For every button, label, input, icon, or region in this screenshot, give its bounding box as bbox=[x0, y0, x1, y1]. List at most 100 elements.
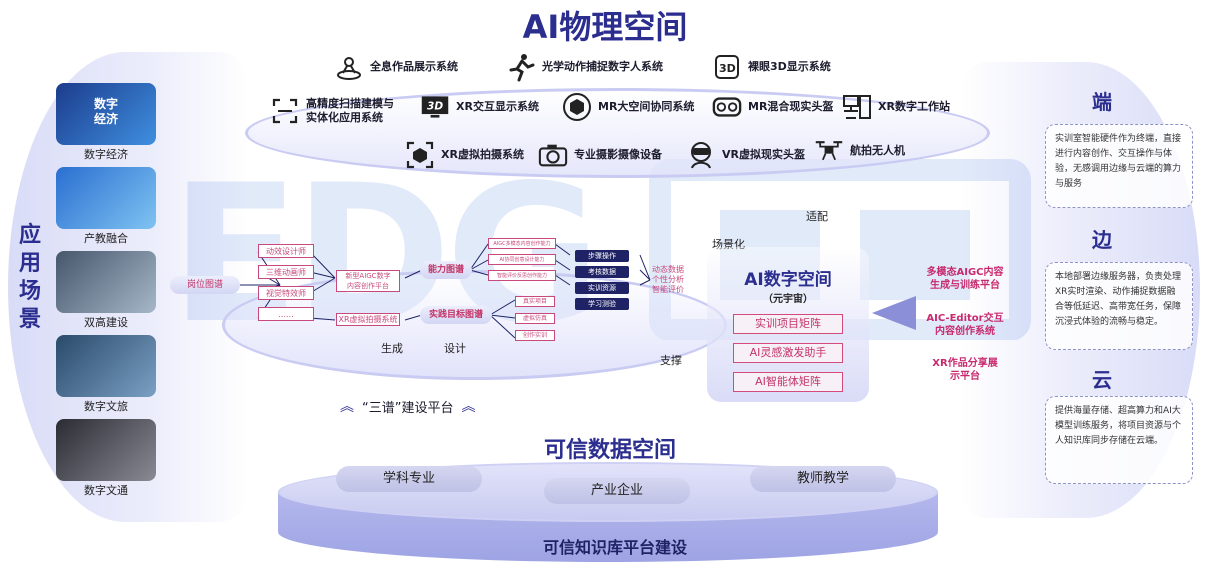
trusted-data-chip[interactable]: 学科专业 bbox=[336, 466, 482, 492]
physical-system-item: 专业摄影摄像设备 bbox=[538, 140, 662, 170]
scenario-label: 产教融合 bbox=[84, 232, 128, 245]
physical-system-label: VR虚拟现实头盔 bbox=[722, 148, 805, 161]
physical-system-label: MR混合现实头盔 bbox=[748, 100, 834, 113]
double-chevron-up-icon: ︽ bbox=[461, 399, 476, 415]
ai-digital-title: AI数字空间 bbox=[744, 270, 832, 290]
vr-camera-icon bbox=[405, 140, 435, 170]
ai-digital-button[interactable]: AI灵感激发助手 bbox=[733, 343, 843, 363]
platform-label: 多模态AIGC内容 生成与训练平台 bbox=[926, 267, 1004, 291]
job-role-box: ...... bbox=[258, 307, 314, 321]
design-label: 设计 bbox=[444, 342, 466, 355]
svg-text:3D: 3D bbox=[719, 62, 736, 75]
data-item-box: 学习测验 bbox=[575, 298, 629, 310]
three-maps-label: “三谱”建设平台 bbox=[362, 400, 454, 416]
trusted-data-chip[interactable]: 教师教学 bbox=[750, 466, 896, 492]
svg-text:3D: 3D bbox=[427, 101, 443, 113]
physical-system-item: VR虚拟现实头盔 bbox=[686, 140, 805, 170]
generate-label: 生成 bbox=[381, 342, 403, 355]
side-section-heading: 云 bbox=[1092, 368, 1112, 392]
data-item-box: 实训资源 bbox=[575, 282, 629, 294]
analysis-note: 动态数据 个性分析 智能评价 bbox=[652, 265, 684, 294]
physical-system-item: 3D XR交互显示系统 bbox=[420, 92, 539, 122]
thumbnail-caption: 数字 经济 bbox=[93, 97, 118, 126]
physical-system-label: 光学动作捕捉数字人系统 bbox=[542, 60, 663, 73]
physical-system-item: XR虚拟拍摄系统 bbox=[405, 140, 524, 170]
physical-system-item: 全息作品展示系统 bbox=[334, 52, 458, 82]
platform-label: AIC-Editor交互 内容创作系统 bbox=[926, 313, 1004, 337]
physical-system-label: XR数字工作站 bbox=[878, 100, 950, 113]
scan-frame-icon bbox=[270, 96, 300, 126]
scenario-label: 数字文通 bbox=[84, 484, 128, 497]
job-map-root: 岗位图谱 bbox=[170, 276, 240, 294]
practice-box: 真实项目 bbox=[515, 296, 555, 307]
ai-digital-button[interactable]: 实训项目矩阵 bbox=[733, 314, 843, 334]
three-maps-platform: ︽ “三谱”建设平台 ︽ bbox=[340, 396, 475, 416]
physical-system-item: 3D 裸眼3D显示系统 bbox=[712, 52, 831, 82]
physical-system-label: XR虚拟拍摄系统 bbox=[441, 148, 524, 161]
job-tool-box: XR虚拟拍摄系统 bbox=[336, 313, 400, 326]
double-chevron-up-icon: ︽ bbox=[340, 399, 354, 415]
trusted-data-platform bbox=[278, 462, 938, 572]
scenario-thumbnail[interactable] bbox=[56, 251, 156, 313]
3d-cube-icon: 3D bbox=[712, 52, 742, 82]
side-section-text: 提供海量存储、超高算力和AI大模型训练服务，将项目资源与个人知识库同步存储在云端… bbox=[1045, 396, 1193, 484]
platform-label: XR作品分享展 示平台 bbox=[932, 358, 998, 382]
scenario-thumbnail[interactable]: 数字 经济 bbox=[56, 83, 156, 145]
vr-headset-icon bbox=[712, 92, 742, 122]
trusted-data-title: 可信数据空间 bbox=[543, 438, 676, 463]
physical-system-item: 高精度扫描建模与 实体化应用系统 bbox=[270, 96, 394, 126]
practice-map-pill: 实践目标图谱 bbox=[420, 306, 492, 324]
app-scenario-title: 应 用 场 景 bbox=[18, 223, 41, 332]
scenario-thumbnail[interactable] bbox=[56, 167, 156, 229]
job-role-box: 动效设计师 bbox=[258, 244, 314, 258]
job-role-box: 视觉特效师 bbox=[258, 286, 314, 300]
physical-system-label: 高精度扫描建模与 实体化应用系统 bbox=[306, 97, 394, 124]
scenario-thumbnail[interactable] bbox=[56, 335, 156, 397]
camera-icon bbox=[538, 140, 568, 170]
scenario-label: 数字文旅 bbox=[84, 400, 128, 413]
drone-icon bbox=[814, 136, 844, 166]
hologram-icon bbox=[334, 52, 364, 82]
knowledge-platform-title: 可信知识库平台建设 bbox=[542, 538, 687, 557]
physical-system-label: XR交互显示系统 bbox=[456, 100, 539, 113]
side-section-text: 实训室智能硬件作为终端，直接进行内容创作、交互操作与体验，无感调用边缘与云端的算… bbox=[1045, 124, 1193, 208]
physical-system-item: 光学动作捕捉数字人系统 bbox=[506, 52, 663, 82]
physical-system-item: MR混合现实头盔 bbox=[712, 92, 833, 122]
physical-system-label: 航拍无人机 bbox=[850, 144, 905, 157]
physical-system-item: MR大空间协同系统 bbox=[562, 92, 694, 122]
side-section-heading: 边 bbox=[1092, 228, 1112, 252]
physical-system-label: 全息作品展示系统 bbox=[370, 60, 458, 73]
ai-digital-button[interactable]: AI智能体矩阵 bbox=[733, 372, 843, 392]
data-item-box: 考核数据 bbox=[575, 266, 629, 278]
ability-box: 智能评价反思创作能力 bbox=[488, 270, 556, 281]
3d-screen-icon: 3D bbox=[420, 92, 450, 122]
vr-person-icon bbox=[686, 140, 716, 170]
physical-systems-ellipse bbox=[245, 88, 990, 178]
workstation-icon bbox=[842, 92, 872, 122]
physical-system-label: MR大空间协同系统 bbox=[598, 100, 695, 113]
job-role-box: 三维动画师 bbox=[258, 265, 314, 279]
trusted-data-chip[interactable]: 产业企业 bbox=[544, 478, 690, 504]
practice-box: 创作实训 bbox=[515, 330, 555, 341]
scenario-thumbnail[interactable] bbox=[56, 419, 156, 481]
support-label: 支撑 bbox=[660, 354, 682, 367]
physical-system-item: XR数字工作站 bbox=[842, 92, 950, 122]
adapt-label: 适配 bbox=[806, 210, 828, 223]
scenario-label: 数字经济 bbox=[84, 148, 128, 161]
ability-map-pill: 能力图谱 bbox=[420, 261, 472, 279]
running-person-icon bbox=[506, 52, 536, 82]
data-item-box: 步骤操作 bbox=[575, 250, 629, 262]
ability-box: AIGC多模态内容创作能力 bbox=[488, 238, 556, 249]
scenario-label: 双高建设 bbox=[84, 316, 128, 329]
physical-system-label: 裸眼3D显示系统 bbox=[748, 60, 831, 73]
ai-physical-space-title: AI物理空间 bbox=[522, 8, 688, 46]
ability-box: AI协同创意设计能力 bbox=[488, 254, 556, 265]
left-arrow-icon bbox=[872, 296, 916, 330]
box-sphere-icon bbox=[562, 92, 592, 122]
job-tool-box: 新型AIGC数字 内容创作平台 bbox=[336, 270, 400, 292]
physical-system-item: 航拍无人机 bbox=[814, 136, 905, 166]
practice-box: 虚拟仿真 bbox=[515, 313, 555, 324]
physical-system-label: 专业摄影摄像设备 bbox=[574, 148, 662, 161]
side-section-text: 本地部署边缘服务器，负责处理XR实时渲染、动作捕捉数据融合等低延迟、高带宽任务，… bbox=[1045, 262, 1193, 350]
ai-digital-subtitle: （元宇宙） bbox=[763, 294, 813, 305]
